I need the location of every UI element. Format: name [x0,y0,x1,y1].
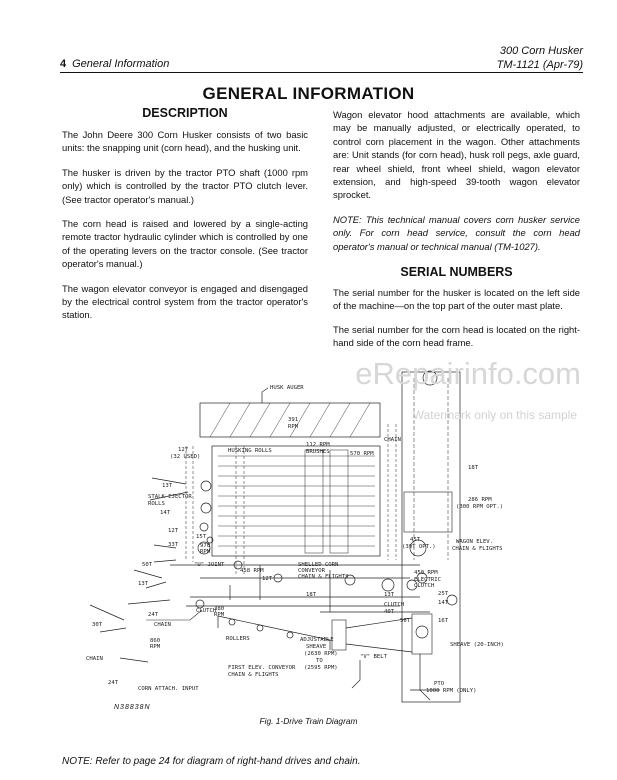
label-chain-left: CHAIN [86,656,103,662]
label-chain-mid: CHAIN [154,622,171,628]
label-rpm-286: 286 RPM [468,497,492,503]
wagon-elevator-frame [401,371,461,703]
label-sheave-20: SHEAVE (20-INCH) [450,642,504,648]
label-electric: ELECTRIC [414,577,441,583]
label-24t: 24T [148,612,159,618]
description-paragraph: The John Deere 300 Corn Husker consists … [62,129,308,154]
label-clutch: CLUTCH [196,608,216,614]
label-shelled-corn: SHELLED CORN [298,562,338,568]
label-chain-flights-3: CHAIN & FLIGHTS [228,672,279,678]
label-13t-c: 13T [384,592,395,598]
label-corn-attach: CORN ATTACH. INPUT [138,686,199,692]
right-column: Wagon elevator hood attachments are avai… [333,108,580,350]
label-electric-clutch: CLUTCH [414,583,434,589]
label-adjustable: ADJUSTABLE [300,637,334,643]
label-45t: 45T [410,537,421,543]
label-25t: 25T [438,591,449,597]
attachments-paragraph: Wagon elevator hood attachments are avai… [333,109,580,201]
header-section: 4 General Information [60,58,169,70]
label-33t: 33T [168,542,179,548]
label-rpm-391-unit: RPM [288,424,299,430]
label-14t-b: 14T [438,600,449,606]
description-paragraph: The husker is driven by the tractor PTO … [62,166,308,205]
label-30t: 30T [92,622,103,628]
label-rpm-391: 391 [288,417,298,423]
label-rpm-380: 380 [214,606,224,612]
label-pto: PTO [434,681,445,687]
manual-name: 300 Corn Husker [499,45,583,57]
label-18t-top: 18T [306,592,317,598]
label-50t: 50T [142,562,153,568]
label-to: TO [316,658,323,664]
page-number: 4 [60,58,67,70]
footnote: NOTE: Refer to page 24 for diagram of ri… [62,756,361,767]
service-note: NOTE: This technical manual covers corn … [333,213,580,252]
label-clutch-2: CLUTCH [384,602,404,608]
figure-caption: Fig. 1-Drive Train Diagram [259,716,358,726]
label-rpm-458: 458 RPM [240,568,264,574]
label-15t: 15T [196,534,207,540]
label-rpm-380-unit: RPM [214,612,225,618]
label-rpm-970: 970 [200,543,210,549]
label-u-joint: "U" JOINT [194,562,225,568]
label-conveyor: CONVEYOR [298,568,326,574]
serial-numbers-heading: SERIAL NUMBERS [400,265,513,280]
label-first-elev: FIRST ELEV. CONVEYOR [228,665,296,671]
label-127: 127 [178,447,188,453]
label-brushes-rpm: 112 RPM [306,442,330,448]
label-39t-opt: (39T OPT.) [402,544,436,550]
figure-code: N38838N [114,704,151,711]
label-rpm-570: 570 RPM [350,451,374,457]
label-14t: 14T [160,510,171,516]
label-40t: 40T [384,609,395,615]
label-32-used: (32 USED) [170,454,200,460]
section-name: General Information [72,58,170,70]
label-13t-b: 13T [138,581,149,587]
label-18t-wagon: 18T [468,465,479,471]
label-56t: 56T [400,618,411,624]
page-title: GENERAL INFORMATION [202,84,415,103]
description-heading: DESCRIPTION [142,106,228,120]
label-chain-flights: CHAIN & FLIGHTS [298,574,349,580]
serial-paragraph: The serial number for the corn head is l… [333,323,580,349]
label-rpm-450: 450 RPM [414,570,438,576]
label-husking-rolls: HUSKING ROLLS [228,448,272,454]
label-v-belt: "V" BELT [360,654,388,660]
label-opt-300: (300 RPM OPT.) [456,504,503,510]
watermark-note: Watermark only on this sample [412,408,577,422]
label-rolls: ROLLS [148,501,165,507]
label-wagon-elev: WAGON ELEV. [456,539,493,545]
label-chain-flights-2: CHAIN & FLIGHTS [452,546,503,552]
header-rule [60,72,583,73]
description-paragraph: The wagon elevator conveyor is engaged a… [62,282,308,321]
serial-paragraph: The serial number for the husker is loca… [333,287,580,312]
manual-number: TM-1121 (Apr-79) [496,59,583,71]
label-sheave: SHEAVE [306,644,327,650]
label-13t: 13T [162,483,173,489]
label-rpm-2595: (2595 RPM) [304,665,338,671]
label-16t: 16T [438,618,449,624]
husking-roll-bank [211,445,381,557]
label-24t-b: 24T [108,680,119,686]
watermark: eRepairinfo.com [355,356,581,391]
label-rpm-860: 860 [150,638,160,644]
header-manual-title: 300 Corn Husker TM-1121 (Apr-79) [497,44,583,72]
label-12t-b: 12T [262,576,273,582]
label-rollers: ROLLERS [226,636,250,642]
label-chain-top: CHAIN [384,437,401,443]
label-rpm-860-unit: RPM [150,644,161,650]
label-rpm-2630: (2630 RPM) [304,651,338,657]
label-12t: 12T [168,528,179,534]
description-paragraph: The corn head is raised and lowered by a… [62,218,308,270]
label-rpm-970-unit: RPM [200,549,211,555]
label-husk-auger: HUSK AUGER [270,385,304,391]
label-stalk-ejector: STALK EJECTOR [148,494,192,500]
label-pto-rpm: 1000 RPM (ONLY) [426,688,477,694]
left-column: DESCRIPTION The John Deere 300 Corn Husk… [62,106,308,322]
label-brushes: BRUSHES [306,449,330,455]
